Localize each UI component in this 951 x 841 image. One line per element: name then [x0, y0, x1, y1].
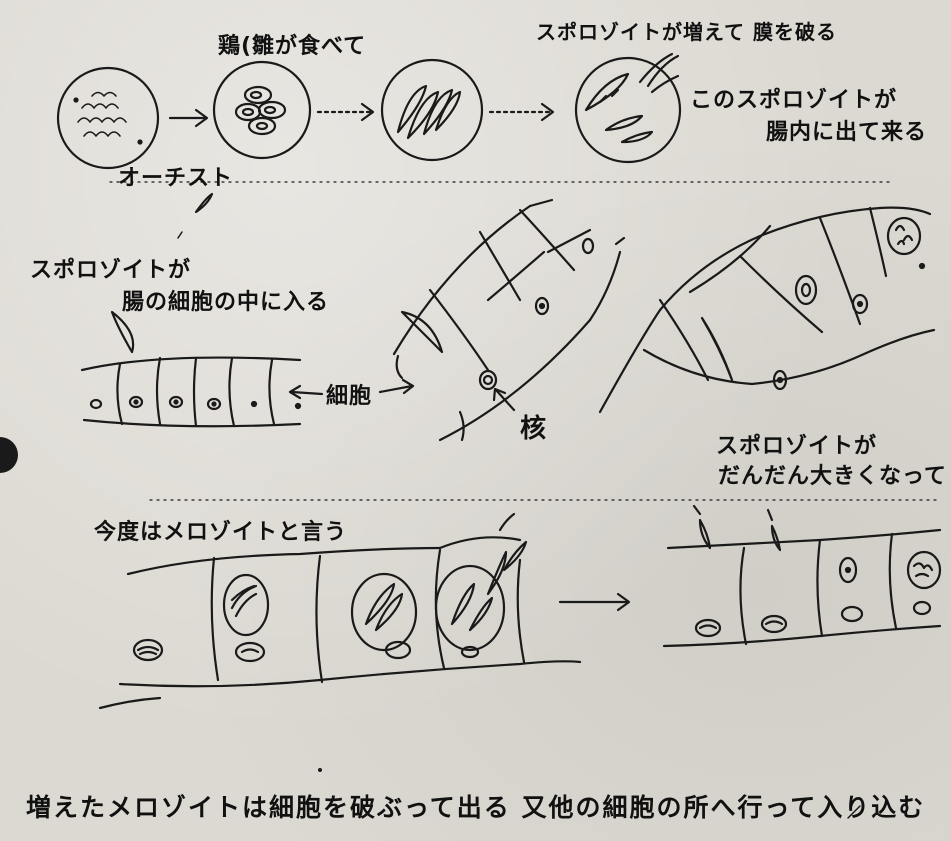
merozoite-cells-right: [662, 504, 942, 648]
cell-pointer-arrow-right: [378, 378, 415, 395]
label-merozoite-now: 今度はメロゾイトと言う: [94, 520, 348, 545]
arrow-3-head: [540, 102, 555, 122]
ink-dot: [318, 768, 322, 772]
tick-mark: [177, 231, 183, 239]
oocyst-stage-4: [574, 52, 682, 164]
oocyst-stage-3: [380, 58, 484, 162]
nucleus-pointer-arrow: [492, 387, 516, 412]
label-sporozoite-enters-1: スポロゾイトが: [30, 258, 192, 283]
label-sporozoite-multiply: スポロゾイトが増えて 膜を破る: [536, 20, 837, 44]
label-bottom-caption: 増えたメロゾイトは細胞を破ぶって出る 又他の細胞の所へ行って入り込む: [26, 793, 926, 822]
bottom-tick: [847, 805, 861, 819]
intestine-cells-center: [392, 198, 626, 442]
arrow-1: [168, 108, 209, 128]
oocyst-stage-2: [212, 60, 312, 160]
label-chicken-eats: 鶏(雛が食べて: [218, 34, 367, 59]
cell-pointer-arrow-left: [288, 384, 324, 400]
arrow-4: [558, 592, 631, 612]
label-nucleus: 核: [520, 414, 548, 444]
sporozoite-entering: [110, 310, 135, 354]
label-sporozoite-grows-2: だんだん大きくなって: [718, 464, 947, 489]
intestine-cells-left: [80, 356, 302, 428]
label-sporozoite-enters-2: 腸の細胞の中に入る: [122, 290, 330, 315]
label-oocyst: オーチスト: [118, 166, 234, 191]
margin-hole: [0, 437, 18, 473]
label-this-sporozoite: このスポロゾイトが: [690, 88, 898, 113]
arrow-2-head: [360, 102, 375, 122]
label-comes-into-intestine: 腸内に出て来る: [766, 120, 928, 145]
oocyst-stage-1: [56, 66, 160, 170]
intestine-cells-right: [598, 206, 936, 414]
label-cell: 細胞: [326, 384, 373, 409]
merozoite-cells-left: [98, 512, 582, 710]
small-sporozoite: [194, 192, 214, 214]
label-sporozoite-grows-1: スポロゾイトが: [716, 434, 878, 459]
